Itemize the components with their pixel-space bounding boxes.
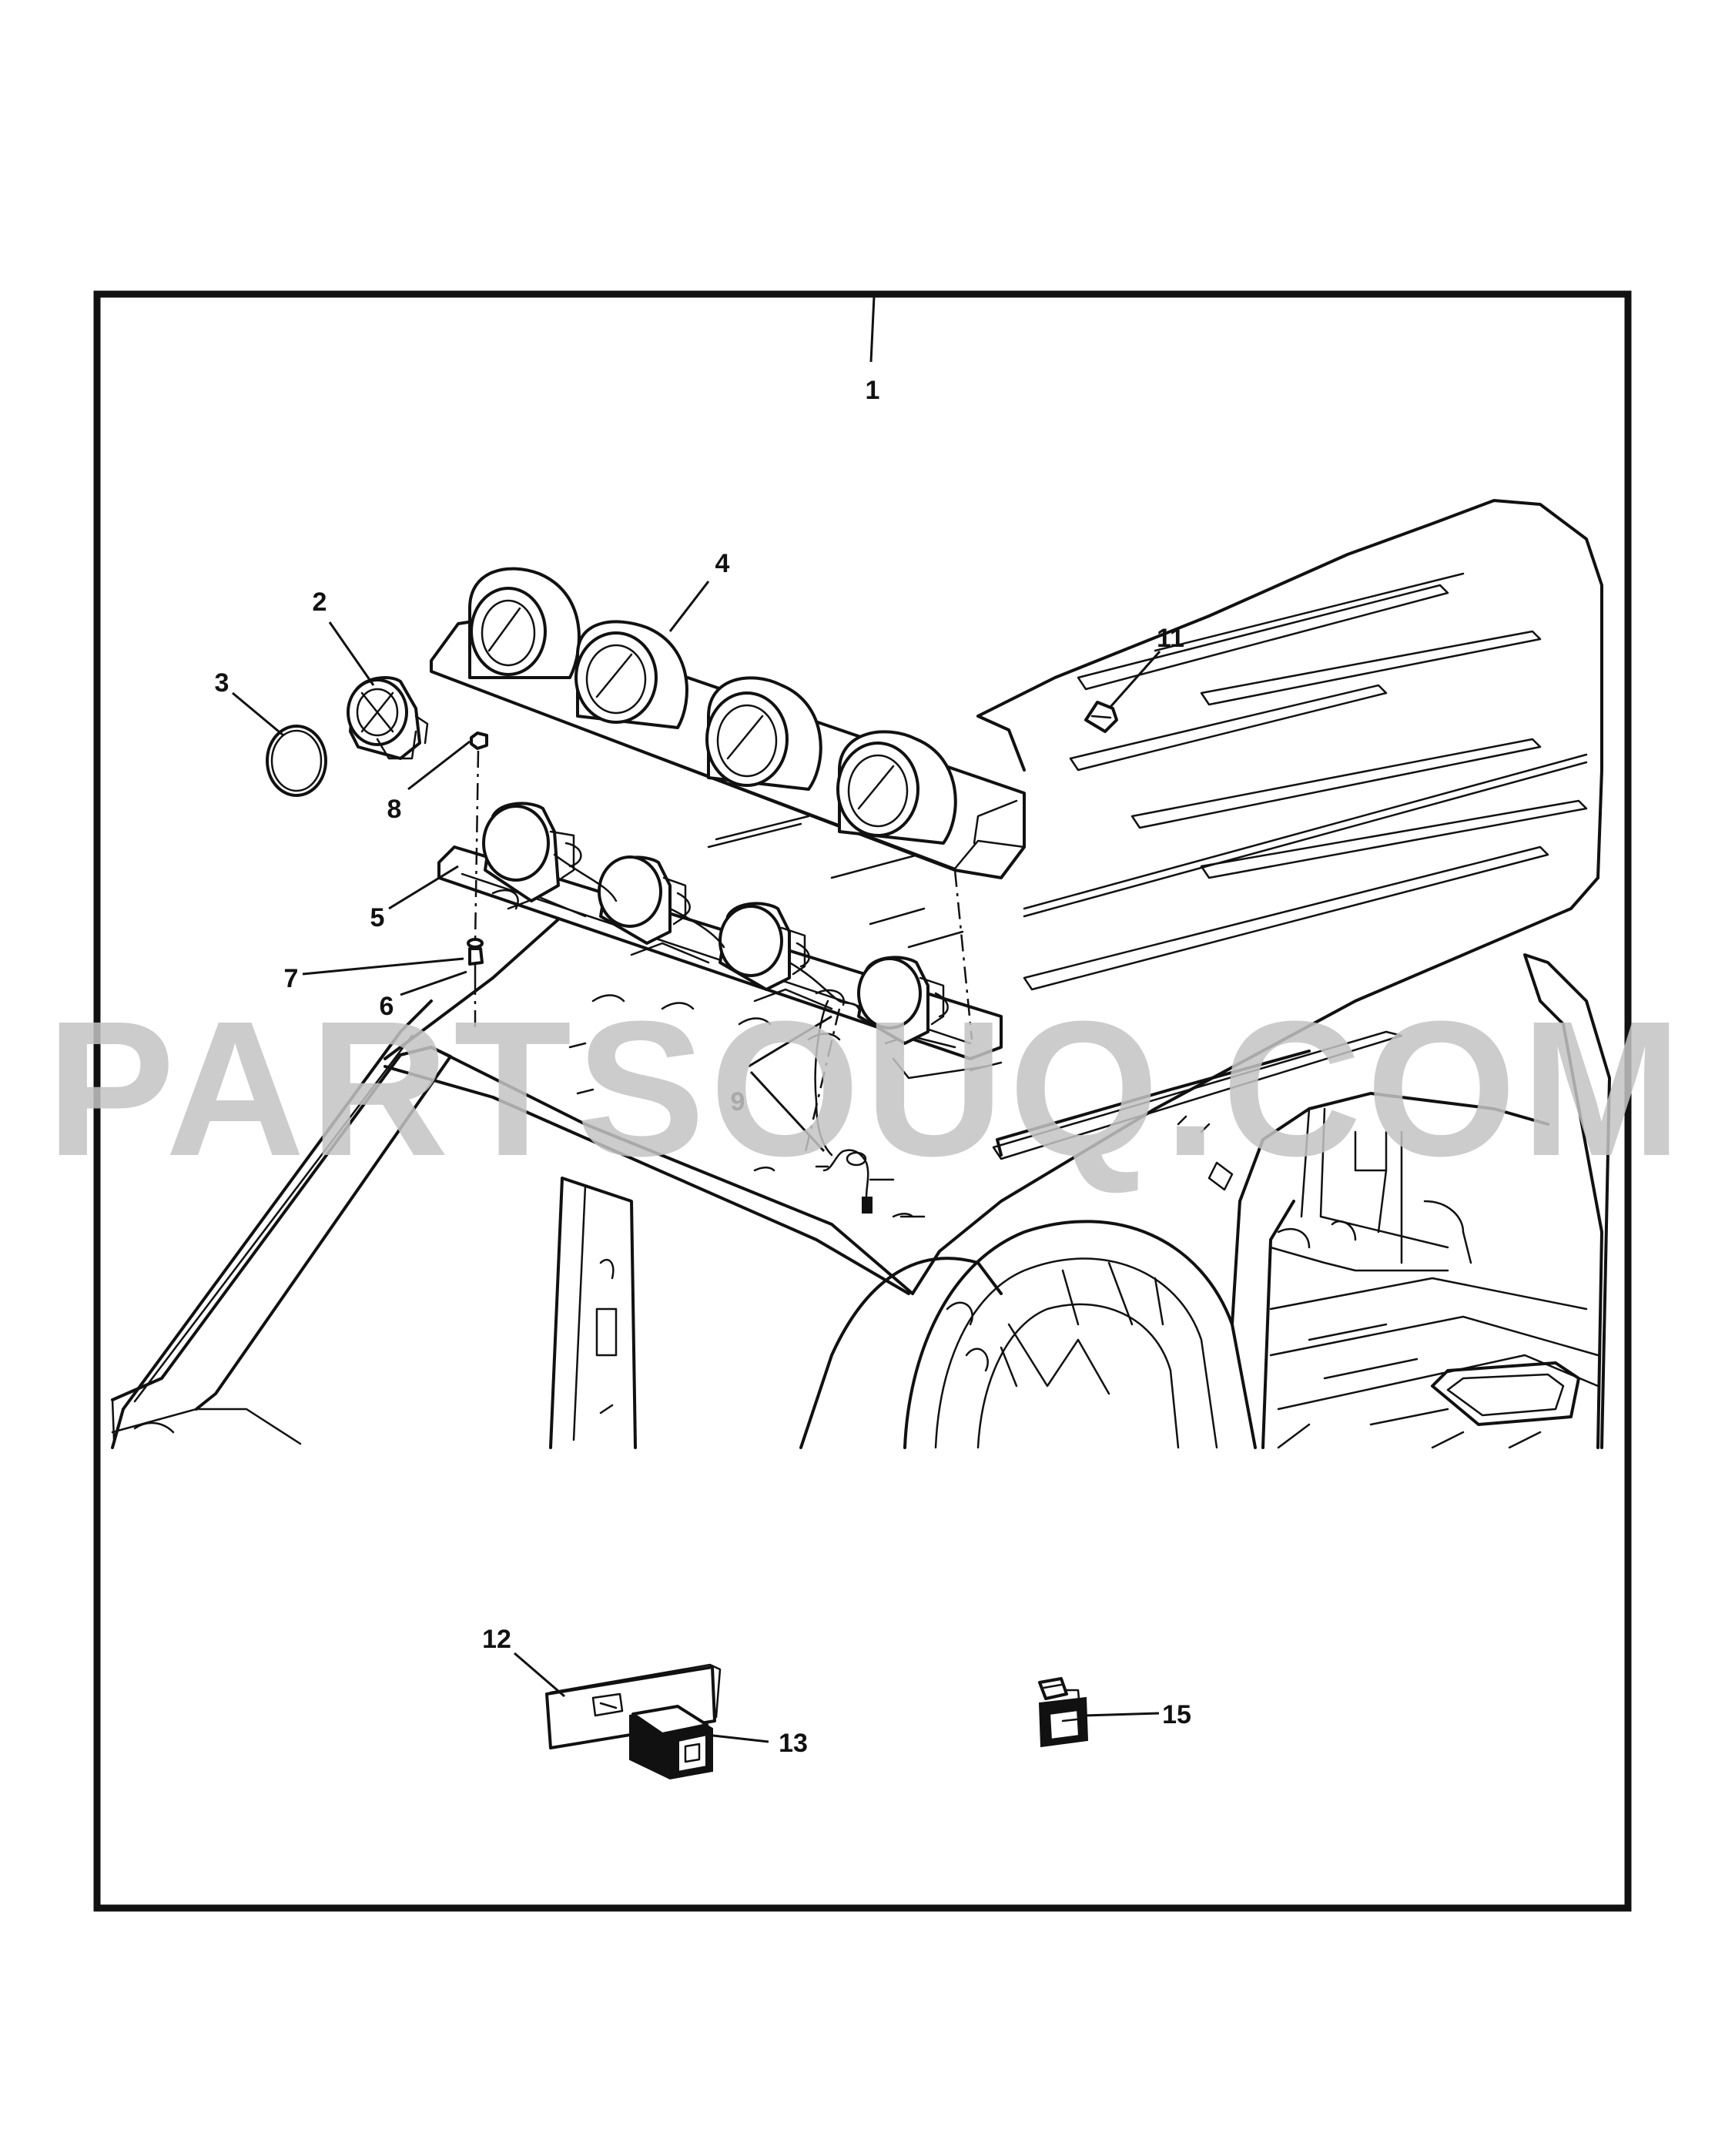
- lamp-bar-housing: [430, 567, 1026, 879]
- lamp-mounting-bar: [437, 802, 1003, 1080]
- callout-1: 1: [866, 376, 880, 405]
- callout-5: 5: [370, 903, 385, 932]
- callout-4: 4: [715, 549, 730, 578]
- lamp-lens: [266, 725, 327, 797]
- callout-8: 8: [387, 795, 402, 824]
- callout-7: 7: [284, 964, 299, 993]
- auxiliary-lamp-switch: [629, 1705, 713, 1780]
- watermark: PARTSOUQ.COM: [46, 981, 1686, 1196]
- assembly-line: [803, 1008, 841, 1156]
- vehicle-body-illustration: [111, 499, 1611, 1449]
- assembly-line: [474, 750, 480, 944]
- mounting-bolt: [468, 947, 484, 979]
- auxiliary-lamp: [857, 956, 949, 1045]
- auxiliary-lamp: [482, 802, 582, 902]
- lamp-pod: [468, 567, 581, 679]
- lamp-wiring-harness: [814, 999, 873, 1214]
- assembly-line: [953, 869, 973, 1040]
- callout-15: 15: [1162, 1700, 1191, 1729]
- fastener-nut: [470, 732, 488, 750]
- callout-leader-lines: [232, 296, 1161, 1743]
- callout-12: 12: [482, 1625, 511, 1654]
- auxiliary-lamp: [718, 902, 810, 991]
- single-auxiliary-lamp: [347, 676, 429, 760]
- callout-6: 6: [380, 992, 394, 1021]
- diagram-frame: [93, 290, 1632, 1912]
- auxiliary-lamp: [598, 855, 691, 945]
- lamp-pod: [705, 676, 822, 791]
- callout-11: 11: [1157, 624, 1184, 653]
- callout-9: 9: [731, 1087, 745, 1116]
- callout-2: 2: [313, 588, 327, 617]
- lamp-pod: [836, 730, 957, 845]
- lamp-pod: [574, 620, 688, 729]
- callout-3: 3: [215, 668, 229, 698]
- callout-13: 13: [779, 1729, 808, 1758]
- washer: [467, 938, 484, 949]
- roof-grommet: [1084, 701, 1118, 733]
- lamp-relay: [1038, 1677, 1089, 1748]
